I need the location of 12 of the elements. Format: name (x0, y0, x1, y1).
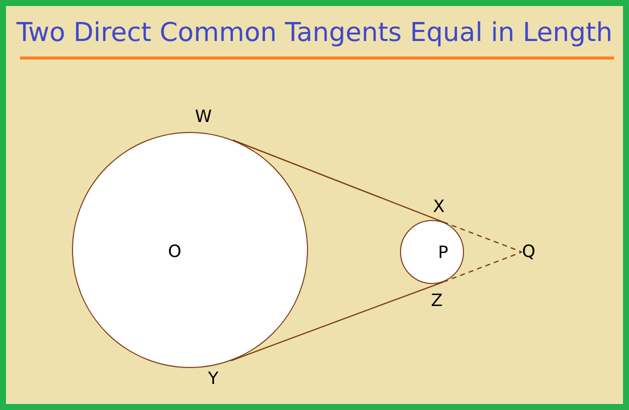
dashed-line (443, 222, 522, 253)
point-label: Q (522, 243, 536, 261)
tangent-line (232, 140, 444, 223)
point-label: Z (431, 292, 443, 310)
center-label: O (168, 243, 182, 261)
title: Two Direct Common Tangents Equal in Length (15, 18, 614, 48)
tangent-line (230, 281, 444, 362)
point-label: W (195, 108, 212, 126)
dashed-line (443, 251, 522, 282)
center-label: P (438, 244, 448, 262)
point-label: X (433, 198, 445, 216)
point-label: Y (208, 370, 218, 388)
